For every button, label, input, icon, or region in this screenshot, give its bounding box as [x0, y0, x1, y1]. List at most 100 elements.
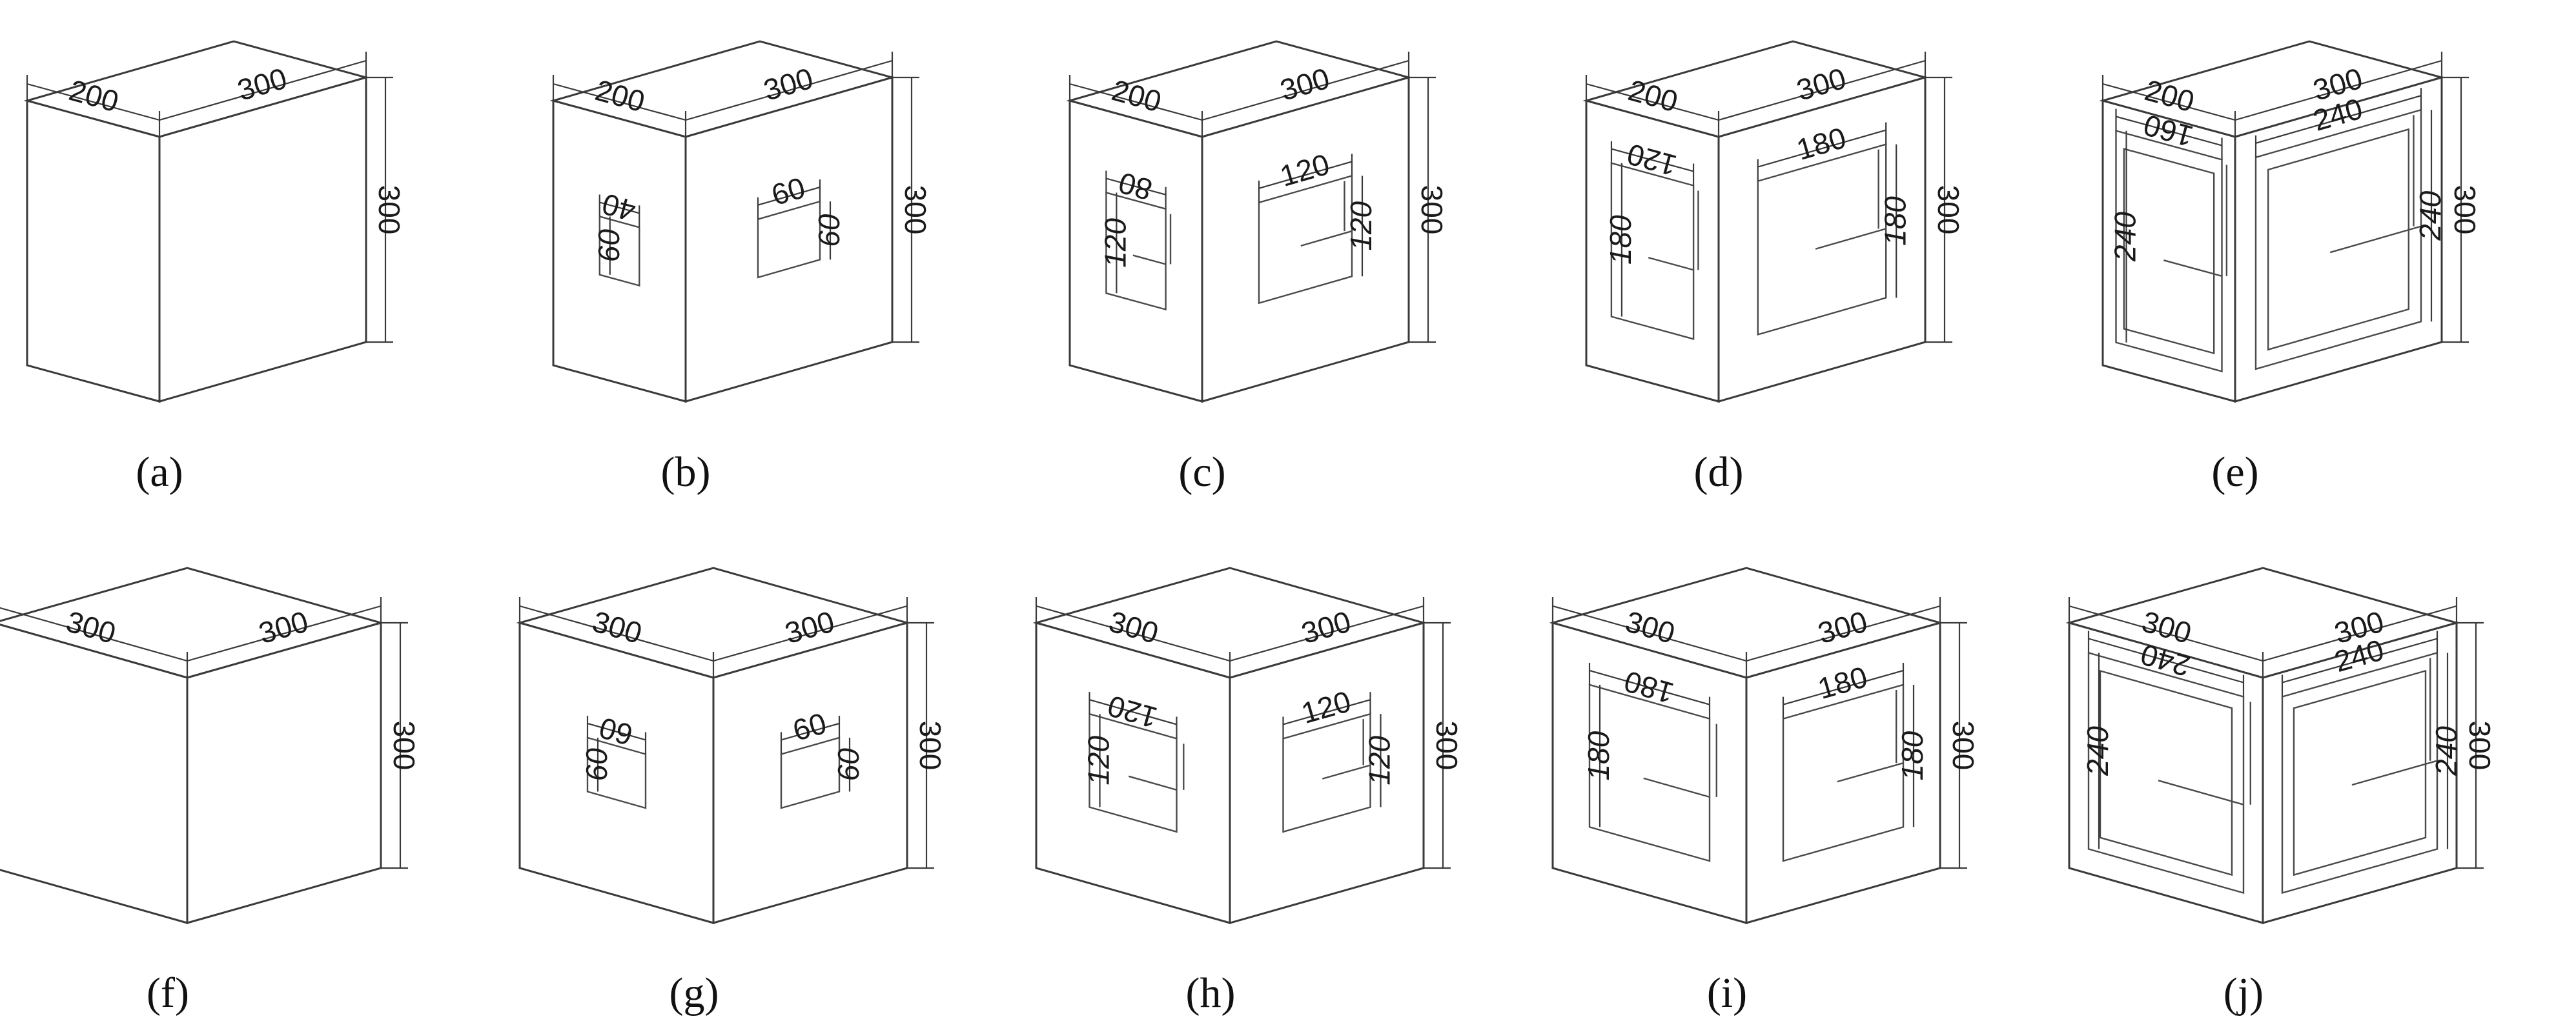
- opening-width-line: [587, 722, 646, 741]
- height-label: 300: [899, 185, 932, 235]
- height-label: 300: [2463, 721, 2497, 771]
- dimension-line: [1718, 59, 1926, 121]
- frame-inner-outline: [2099, 669, 2233, 876]
- height-label: 300: [2448, 185, 2482, 235]
- interior-edge: [2351, 760, 2438, 786]
- panel-caption: (i): [1707, 969, 1747, 1017]
- dimension-line: [1746, 605, 1941, 662]
- right-opening-height-label: 180: [1878, 196, 1912, 246]
- opening-width-line: [599, 201, 640, 214]
- left-opening-height-label: 60: [592, 229, 626, 263]
- right-opening-height-label: 180: [1896, 731, 1929, 780]
- interior-edge: [1132, 254, 1166, 265]
- right-opening-height-label: 60: [812, 214, 846, 247]
- opening-width-line: [1611, 148, 1694, 172]
- dimension-line: [1552, 605, 1747, 662]
- dimension-line: [0, 607, 188, 662]
- frame-inner-outline: [2293, 669, 2427, 876]
- left-opening-height-label: 240: [2081, 726, 2114, 776]
- opening-outline: [1089, 713, 1178, 833]
- panel-caption: (g): [670, 969, 719, 1017]
- dimension-line: [2262, 605, 2457, 662]
- left-opening-height-label: 180: [1604, 215, 1637, 265]
- interior-edge: [1322, 764, 1371, 780]
- opening-outline: [586, 736, 647, 809]
- frame-inner-outline: [2267, 128, 2410, 351]
- left-opening-height-label: 120: [1082, 736, 1116, 785]
- dimension-line: [2102, 83, 2236, 121]
- opening-width-line: [757, 187, 821, 206]
- interior-edge: [1300, 230, 1353, 247]
- interior-edge: [2158, 780, 2244, 805]
- dimension-line: [2234, 59, 2442, 121]
- opening-outline: [1782, 683, 1905, 862]
- right-opening-height-label: 240: [2429, 726, 2463, 776]
- right-opening-height-label: 120: [1363, 736, 1396, 785]
- panel-caption: (j): [2223, 969, 2264, 1017]
- frame-inner-outline: [2123, 148, 2215, 354]
- panel-caption: (d): [1694, 449, 1744, 496]
- dimension-line: [519, 605, 714, 662]
- interior-edge: [1128, 775, 1177, 791]
- panel-caption: (b): [661, 449, 711, 496]
- height-label: 300: [1947, 721, 1980, 771]
- dimension-line: [1069, 83, 1203, 121]
- interior-edge: [2329, 225, 2422, 254]
- left-face: [1068, 99, 1203, 403]
- interior-edge: [1837, 762, 1904, 783]
- left-opening-height-label: 180: [1582, 731, 1615, 780]
- dimension-line: [713, 605, 908, 662]
- opening-outline: [780, 736, 841, 809]
- right-opening-height-label: 120: [1344, 201, 1378, 251]
- height-label: 300: [387, 721, 421, 771]
- interior-edge: [1815, 228, 1886, 250]
- opening-width-line: [2282, 638, 2438, 683]
- dimension-line: [26, 83, 160, 121]
- height-label: 300: [373, 185, 406, 235]
- dimension-line: [553, 83, 686, 121]
- panel-caption: (h): [1186, 969, 1236, 1017]
- opening-width-line: [1106, 177, 1166, 196]
- dimension-line: [187, 605, 382, 662]
- opening-width-line: [1757, 129, 1886, 168]
- panel-caption: (e): [2211, 449, 2258, 496]
- opening-width-line: [1783, 669, 1904, 705]
- opening-width-line: [1589, 669, 1710, 705]
- height-label: 300: [1415, 185, 1449, 235]
- panel-caption: (f): [147, 969, 189, 1017]
- left-opening-height-label: 120: [1099, 218, 1132, 268]
- height-label: 300: [1932, 185, 1965, 235]
- opening-width-line: [781, 722, 840, 741]
- height-label: 300: [914, 721, 947, 771]
- opening-width-line: [2255, 95, 2422, 144]
- right-opening-height-label: 60: [832, 748, 865, 782]
- opening-width-line: [2088, 638, 2244, 683]
- opening-width-line: [1258, 161, 1353, 189]
- panel-caption: (a): [136, 449, 183, 496]
- opening-width-line: [2116, 116, 2222, 147]
- left-opening-height-label: 240: [2109, 212, 2142, 262]
- panel-caption: (c): [1178, 449, 1225, 496]
- opening-width-line: [1089, 699, 1177, 725]
- dimension-line: [2069, 605, 2264, 662]
- opening-width-line: [1283, 699, 1371, 725]
- dimension-line: [159, 59, 367, 121]
- dimension-line: [685, 59, 893, 121]
